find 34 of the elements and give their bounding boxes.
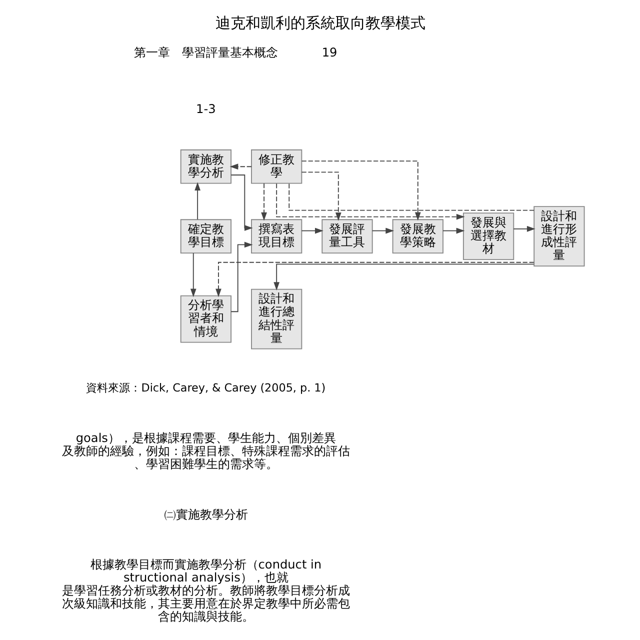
- label: goals），是根據課程需要、學生能力、個別差異及教師的經驗，例如：課程目標、特殊課程需求的評估、學習困難學生的需求等。: [61, 431, 350, 472]
- arrow: [273, 264, 534, 290]
- label: 第一章 學習評量基本概念: [133, 45, 278, 60]
- arrow: [229, 164, 252, 170]
- node-box: 發展與選擇教材: [462, 212, 514, 260]
- arrow: [512, 226, 535, 232]
- arrow: [190, 252, 196, 298]
- label: 1-3: [196, 102, 216, 116]
- arrow: [260, 183, 266, 221]
- connector: [288, 182, 534, 211]
- arrow: [442, 228, 464, 234]
- arrow: [215, 262, 534, 298]
- node-box: 修正教學: [250, 149, 302, 184]
- arrow: [371, 228, 394, 234]
- node-box: 發展教學策略: [392, 219, 443, 254]
- diagram-title: 迪克和凱利的系統取向教學模式: [215, 14, 425, 32]
- node-box: 設計和進行總結性評量: [250, 288, 302, 350]
- arrow: [194, 182, 200, 220]
- label: ㈡實施教學分析: [163, 507, 248, 522]
- node-box: 設計和進行形成性評量: [533, 206, 584, 267]
- node-box: 實施教學分析: [180, 149, 231, 184]
- arrow: [300, 160, 420, 221]
- label: 19: [321, 45, 337, 60]
- arrow: [230, 174, 252, 231]
- arrow: [276, 183, 464, 220]
- arrow: [300, 228, 323, 234]
- node-box: 發展評量工具: [321, 219, 372, 254]
- node-box: 分析學習者和情境: [180, 295, 231, 343]
- caption: 資料來源：Dick, Carey, & Carey (2005, p. 1): [86, 382, 326, 395]
- arrow: [300, 172, 341, 221]
- label: 根據教學目標而實施教學分析（conduct instructional analysis），也就是學習任務分析或教材的分析。教師將教學目標分析成次級知識和技能，其主要用意在於界定教學中所必需包含的知識與技能。: [61, 558, 350, 624]
- arrow: [230, 242, 252, 312]
- node-box: 確定教學目標: [180, 219, 231, 254]
- node-box: 撰寫表現目標: [250, 219, 302, 254]
